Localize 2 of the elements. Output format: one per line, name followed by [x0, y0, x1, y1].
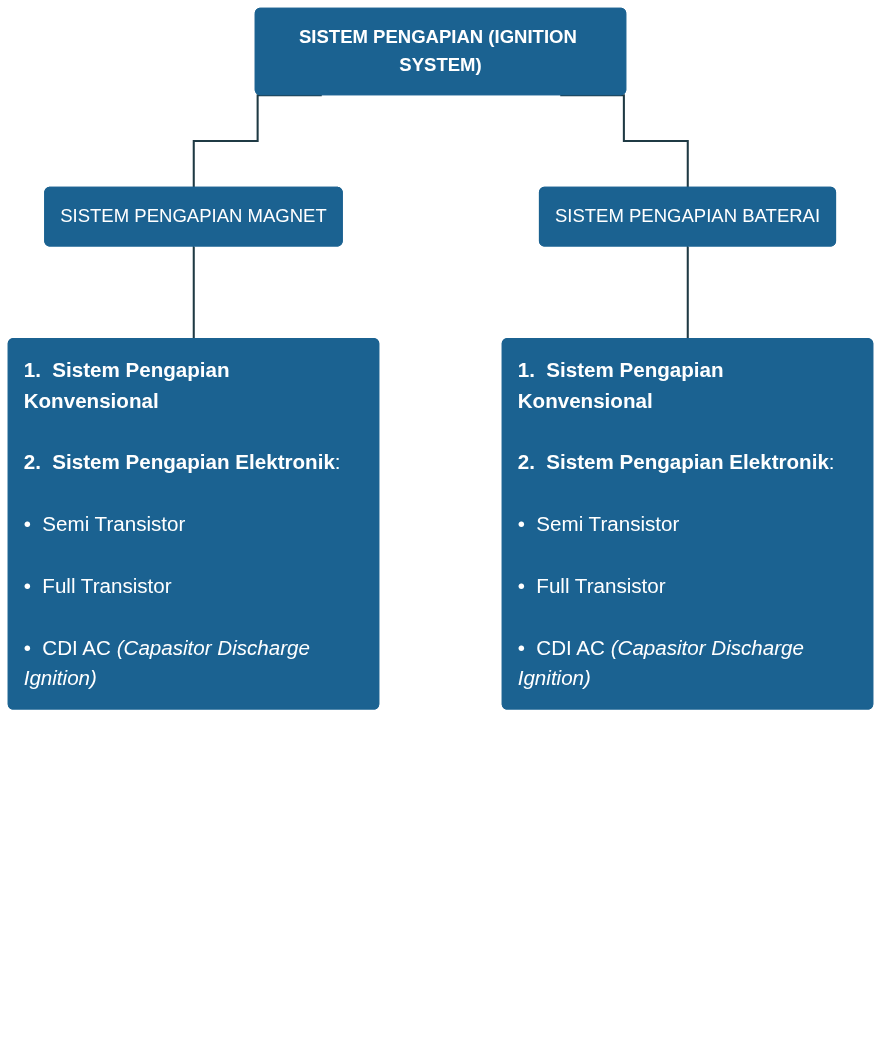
connector: [192, 94, 322, 189]
connector: [560, 94, 690, 189]
